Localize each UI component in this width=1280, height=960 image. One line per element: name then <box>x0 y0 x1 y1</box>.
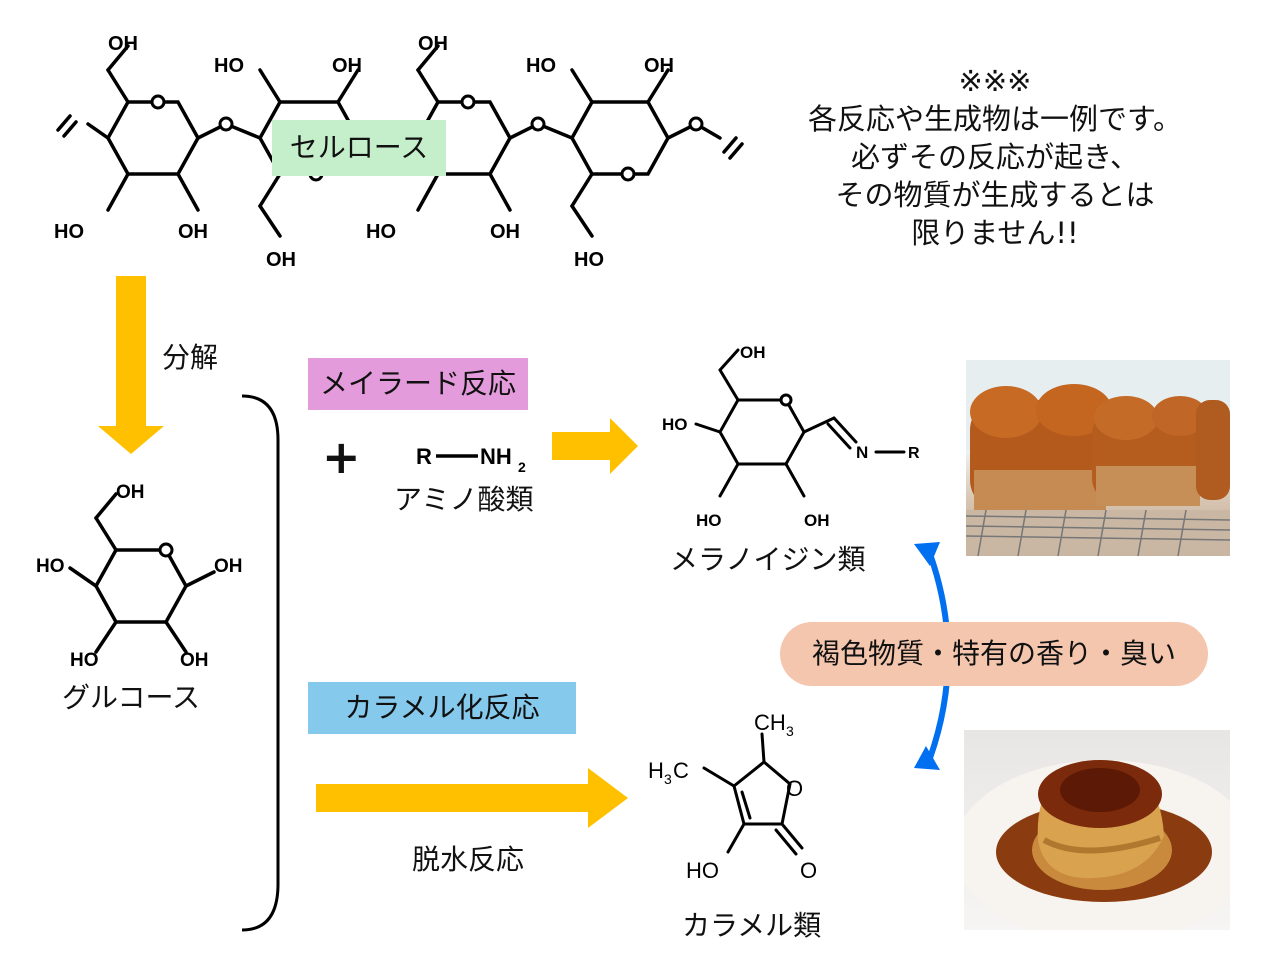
oh-label: OH <box>490 221 520 243</box>
maillard-label: メイラード反応 <box>308 358 528 410</box>
caramel-structure: CH 3 H 3 C O HO O <box>648 710 817 883</box>
hydroxyl-group: HO <box>686 858 719 883</box>
maillard-label-text: メイラード反応 <box>319 367 516 400</box>
oh-label: OH <box>804 511 830 530</box>
oh-label: HO <box>366 221 396 243</box>
caramelization-arrow <box>316 768 628 828</box>
r-group: R <box>416 444 432 469</box>
browning-label: 褐色物質・特有の香り・臭い <box>780 622 1208 686</box>
notice-line: 限りません!! <box>911 216 1079 250</box>
subscript: 2 <box>518 459 526 475</box>
cellulose-structure: OH HO OH HO OH OH HO OH HO OH HO OH <box>54 33 744 271</box>
oh-label: HO <box>70 650 99 671</box>
dehydration-label: 脱水反応 <box>412 843 525 876</box>
notice-marks: ※※※ <box>958 64 1032 98</box>
oh-label: OH <box>740 343 766 362</box>
oh-label: OH <box>644 55 674 77</box>
oh-label: OH <box>266 249 296 271</box>
oh-label: HO <box>574 249 604 271</box>
oh-label: HO <box>662 415 688 434</box>
oh-label: HO <box>214 55 244 77</box>
plus-sign: + <box>322 430 361 484</box>
ring-oxygen: O <box>786 776 803 801</box>
oh-label: HO <box>526 55 556 77</box>
oh-label: OH <box>108 33 138 55</box>
glucose-label: グルコース <box>62 681 201 714</box>
caramel-label: カラメル類 <box>682 909 822 942</box>
disclaimer-notice: ※※※ 各反応や生成物は一例です。 必ずその反応が起き、 その物質が生成するとは… <box>770 62 1220 252</box>
melanoidin-structure: OH HO HO OH N R <box>662 343 920 530</box>
cellulose-label-text: セルロース <box>289 131 429 164</box>
decomposition-arrow <box>98 276 164 454</box>
caramelization-label-text: カラメル化反応 <box>344 691 540 724</box>
n-atom: N <box>856 443 868 462</box>
cellulose-label: セルロース <box>272 120 446 176</box>
c-atom: C <box>673 758 689 783</box>
bread-photo <box>966 360 1230 556</box>
reaction-bracket <box>241 394 280 932</box>
notice-line: 各反応や生成物は一例です。 <box>807 102 1183 136</box>
oh-label: HO <box>696 511 722 530</box>
oh-label: HO <box>36 556 65 577</box>
maillard-arrow <box>552 418 638 474</box>
h-atom: H <box>648 758 664 783</box>
glucose-structure: OH HO OH HO OH <box>36 482 243 671</box>
amino-acid-label: アミノ酸類 <box>394 483 534 516</box>
subscript: 3 <box>786 723 794 739</box>
oh-label: OH <box>178 221 208 243</box>
caramelization-label: カラメル化反応 <box>308 682 576 734</box>
decomposition-label: 分解 <box>162 341 219 374</box>
nh-group: NH <box>480 444 512 469</box>
ch3-group: CH <box>754 710 786 735</box>
oh-label: OH <box>332 55 362 77</box>
oh-label: HO <box>54 221 84 243</box>
oh-label: OH <box>116 482 145 503</box>
pudding-photo <box>964 730 1230 930</box>
amino-acid-structure: R NH 2 <box>416 444 526 475</box>
oh-label: OH <box>180 650 209 671</box>
notice-line: 必ずその反応が起き、 <box>851 140 1139 174</box>
notice-line: その物質が生成するとは <box>835 178 1155 212</box>
oh-label: OH <box>214 556 243 577</box>
r-group: R <box>908 445 920 462</box>
subscript: 3 <box>664 771 672 787</box>
oh-label: OH <box>418 33 448 55</box>
melanoidin-label: メラノイジン類 <box>670 543 866 576</box>
carbonyl-oxygen: O <box>800 858 817 883</box>
browning-label-text: 褐色物質・特有の香り・臭い <box>811 637 1176 670</box>
